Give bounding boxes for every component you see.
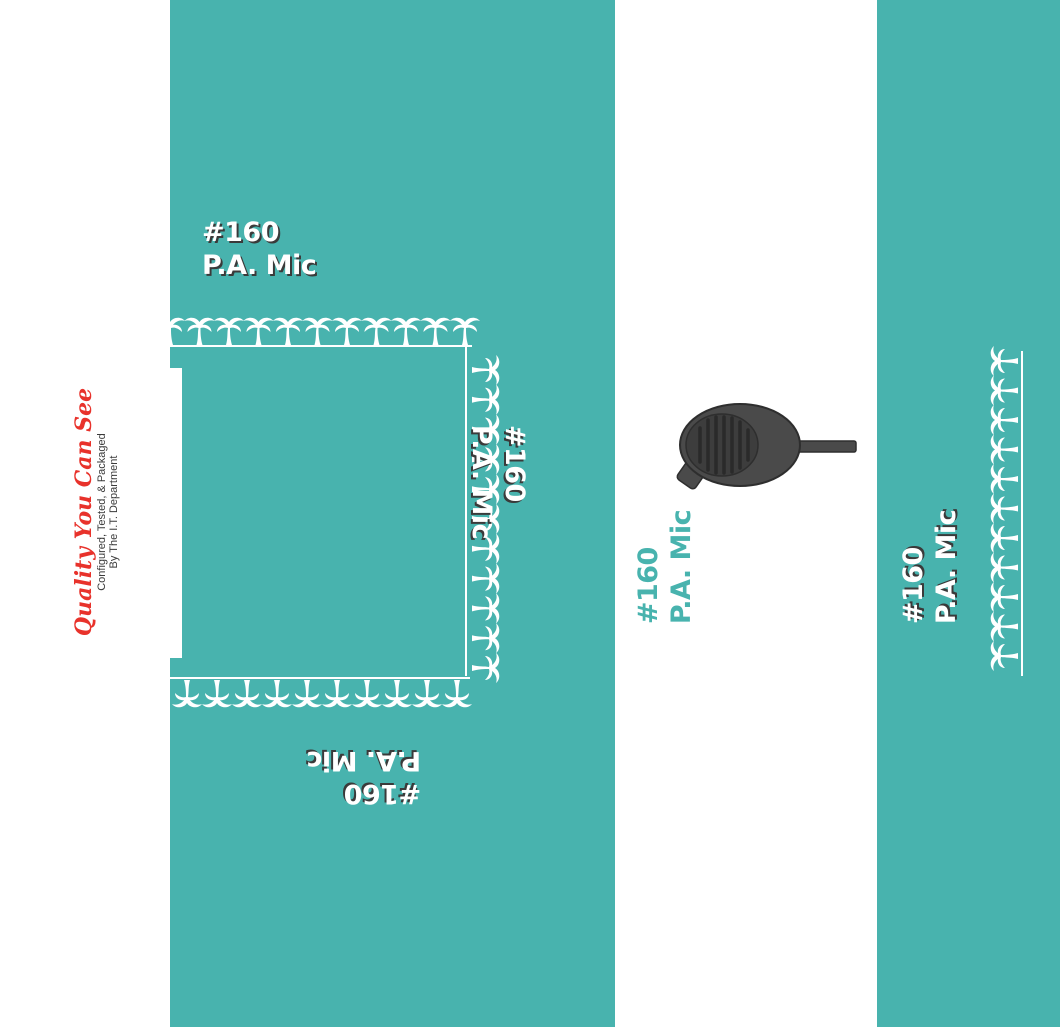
product-number: #160 (344, 778, 422, 809)
product-number: #160 (898, 547, 929, 625)
product-name: P.A. Mic (306, 745, 422, 776)
quality-tagline: Quality You Can See Configured, Tested, … (71, 387, 120, 637)
tab-notch (170, 368, 182, 658)
tagline-line-2: By The I.T. Department (108, 455, 120, 569)
product-name: P.A. Mic (202, 250, 317, 281)
product-label-top: #160 P.A. Mic (202, 216, 317, 282)
product-label-center: #160 P.A. Mic (632, 510, 698, 624)
product-label-right: #160 P.A. Mic (897, 510, 963, 624)
product-number: #160 (202, 217, 279, 248)
product-number: #160 (633, 547, 664, 625)
product-label-bottom: #160 P.A. Mic (307, 744, 421, 810)
product-name: P.A. Mic (931, 509, 962, 625)
tagline-script: Quality You Can See (71, 387, 97, 637)
product-number: #160 (499, 424, 530, 502)
product-name: P.A. Mic (466, 424, 497, 540)
product-label-side: #160 P.A. Mic (465, 425, 531, 539)
tagline-line-1: Configured, Tested, & Packaged (96, 433, 108, 591)
side-panel (877, 0, 1060, 1027)
product-name: P.A. Mic (666, 509, 697, 625)
front-panel (170, 0, 615, 1027)
